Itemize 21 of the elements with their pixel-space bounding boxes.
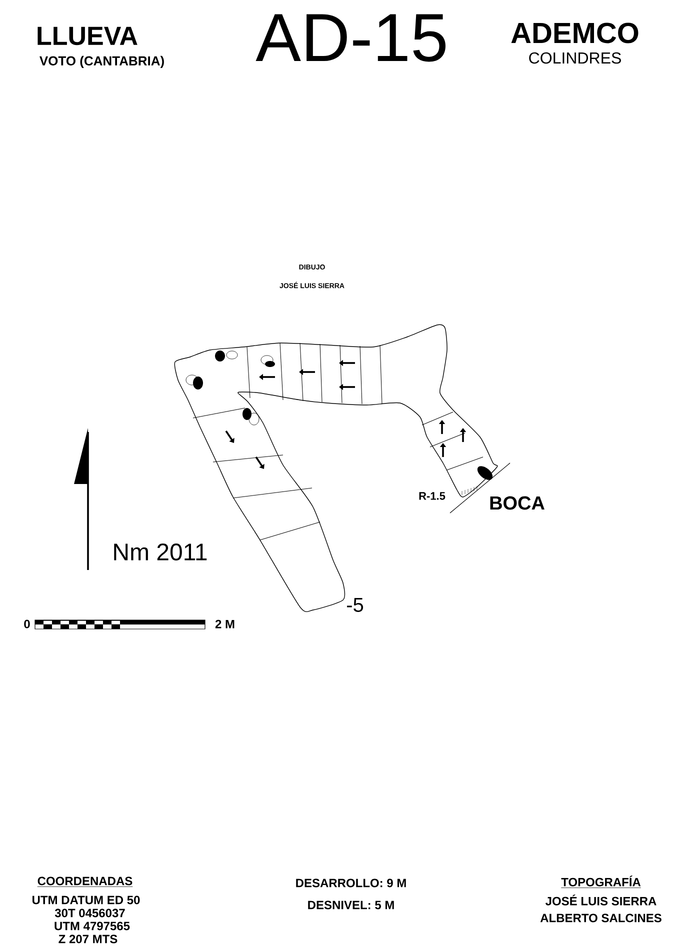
stats-text: DESNIVEL: 5 M <box>308 900 394 910</box>
map-title: AD-15 <box>256 14 446 62</box>
club-name: COLINDRES <box>529 52 621 64</box>
coordinates-heading: COORDENADAS <box>37 876 133 887</box>
stats-text: DESARROLLO: 9 M <box>296 878 406 888</box>
credit-text: JOSÉ LUIS SIERRA <box>546 894 656 906</box>
club-name: ADEMCO <box>511 22 638 44</box>
station-label: R-1.5 <box>419 492 446 500</box>
scale-label: 0 <box>24 620 30 628</box>
place-name: VOTO (CANTABRIA) <box>40 56 164 68</box>
coordinates-text: UTM DATUM ED 50 <box>32 896 140 904</box>
survey-heading: TOPOGRAFÍA <box>560 876 642 888</box>
coordinates-text: 30T 0456037 <box>54 908 125 918</box>
depth-label: -5 <box>347 598 364 612</box>
coordinates-text: UTM 4797565 <box>54 922 130 930</box>
coordinates-text: Z 207 MTS <box>58 934 118 944</box>
north-label: Nm 2011 <box>114 544 207 560</box>
credit-text: ALBERTO SALCINES <box>540 914 662 922</box>
entrance-label: BOCA <box>490 496 544 510</box>
place-name: LLUEVA <box>38 26 138 46</box>
scale-label: 2 M <box>215 620 234 628</box>
